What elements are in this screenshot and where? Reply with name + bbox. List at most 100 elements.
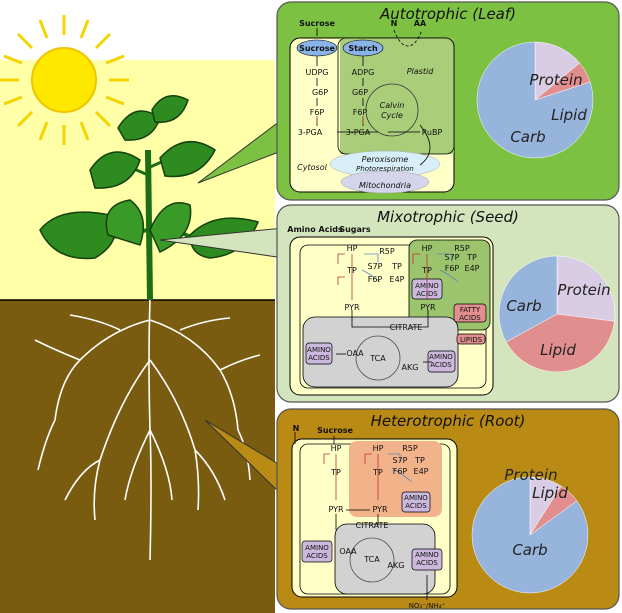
leaf-photorespiration: Photorespiration [356, 165, 414, 173]
leaf-calvin-2: Cycle [381, 111, 403, 120]
root-tca: TCA [363, 555, 380, 564]
seed-pie-carb-label: Carb [506, 297, 541, 315]
leaf-panel-title: Autotrophic (Leaf) [379, 5, 516, 23]
root-pyr-c: PYR [328, 505, 344, 514]
leaf-panel: Autotrophic (Leaf) Sucrose N AA S [276, 1, 620, 201]
leaf-pie [476, 41, 594, 159]
root-f6p: F6P [393, 467, 408, 476]
leaf-f6p-p: F6P [353, 108, 368, 117]
seed-amino-p-2: ACIDS [416, 290, 438, 298]
plant-shoot [39, 95, 260, 301]
root-n: N [293, 424, 300, 433]
root-e4p: E4P [414, 467, 429, 476]
root-pyr-p: PYR [372, 505, 388, 514]
seed-hp-p: HP [422, 244, 433, 253]
seed-r5p-p: R5P [454, 244, 470, 253]
seed-pie [498, 255, 616, 373]
root-oaa: OAA [339, 547, 357, 556]
sun-icon [0, 15, 129, 145]
root-amino-l-1: AMINO [305, 544, 329, 552]
seed-amino-p-1: AMINO [415, 282, 439, 290]
leaf-calvin-1: Calvin [380, 101, 405, 110]
leaf-pie-carb-label: Carb [510, 128, 545, 146]
leaf-rubp: RuBP [422, 128, 443, 137]
seed-hp-c: HP [347, 244, 358, 253]
root-tp-p2: TP [414, 456, 425, 465]
root-nitrogen: NO₃⁻/NH₄⁺ [409, 602, 446, 610]
seed-s7p-c: S7P [368, 262, 383, 271]
root-tp-p: TP [372, 468, 383, 477]
seed-pyr-c: PYR [344, 303, 360, 312]
seed-e4p-c: E4P [390, 275, 405, 284]
seed-pie-slice-carb [498, 255, 558, 343]
seed-amino-r-2: ACIDS [430, 361, 452, 369]
root-panel: Heterotrophic (Root) N Sucrose HP HP R5P… [276, 408, 620, 610]
plant-roots [34, 299, 261, 561]
seed-tp-m: TP [391, 262, 402, 271]
root-r5p: R5P [402, 444, 418, 453]
root-pie-lipid-label: Lipid [532, 484, 568, 502]
seed-pie-slice-lipid [505, 313, 615, 373]
leaf-pga-p: 3-PGA [346, 128, 371, 137]
seed-tca: TCA [369, 354, 386, 363]
seed-f6p-c: F6P [368, 275, 383, 284]
root-s7p: S7P [393, 456, 408, 465]
root-pie-carb-label: Carb [512, 541, 547, 559]
seed-tp-p: TP [421, 266, 432, 275]
seed-akg: AKG [402, 363, 419, 372]
leaf-plastid: Plastid [407, 67, 434, 76]
root-pie [471, 476, 589, 594]
root-sucrose: Sucrose [317, 426, 353, 435]
leaf-udpg: UDPG [305, 68, 328, 77]
seed-amino-l-1: AMINO [307, 346, 331, 354]
seed-amino-l-2: ACIDS [308, 354, 330, 362]
leaf-g6p-p: G6P [352, 88, 368, 97]
seed-sugars: Sugars [339, 225, 371, 234]
leaf-adpg: ADPG [352, 68, 375, 77]
root-hp-c: HP [331, 444, 342, 453]
root-amino-p-2: ACIDS [405, 502, 427, 510]
seed-e4p-p: E4P [465, 264, 480, 273]
seed-r5p-c: R5P [379, 247, 395, 256]
leaf-sucrose: Sucrose [299, 44, 335, 53]
seed-tp-p2: TP [466, 253, 477, 262]
leaf-g6p-c: G6P [312, 88, 328, 97]
seed-fatty-1: FATTY [460, 306, 481, 314]
root-amino-r-1: AMINO [415, 551, 439, 559]
root-amino-p-1: AMINO [404, 494, 428, 502]
seed-pyr-p: PYR [420, 303, 436, 312]
leaf-pie-slice-protein [534, 41, 581, 101]
root-amino-l-2: ACIDS [306, 552, 328, 560]
seed-pie-lipid-label: Lipid [540, 341, 576, 359]
seed-tp-c: TP [346, 266, 357, 275]
leaf-aa: AA [414, 19, 427, 28]
root-panel-title: Heterotrophic (Root) [371, 412, 526, 430]
root-citrate: CITRATE [356, 521, 389, 530]
root-akg: AKG [388, 561, 405, 570]
leaf-starch: Starch [348, 44, 378, 53]
root-tp-c: TP [330, 468, 341, 477]
seed-amino-in: Amino Acids [287, 225, 343, 234]
leaf-f6p-c: F6P [310, 108, 325, 117]
seed-pie-protein-label: Protein [557, 281, 610, 299]
leaf-pie-lipid-label: Lipid [551, 106, 587, 124]
seed-oaa: OAA [346, 349, 364, 358]
leaf-pie-slice-carb [476, 41, 594, 159]
root-pie-protein-label: Protein [504, 466, 557, 484]
seed-s7p-p: S7P [445, 253, 460, 262]
leaf-sucrose-out: Sucrose [299, 19, 335, 28]
seed-panel-title: Mixotrophic (Seed) [377, 208, 519, 226]
seed-f6p-p: F6P [445, 264, 460, 273]
root-pie-slice-carb [471, 476, 589, 594]
root-amino-r-2: ACIDS [416, 559, 438, 567]
seed-amino-r-1: AMINO [429, 353, 453, 361]
leaf-pga-c: 3-PGA [298, 128, 323, 137]
leaf-peroxisome: Peroxisome [362, 155, 409, 164]
leaf-cytosol: Cytosol [297, 163, 327, 172]
leaf-pie-protein-label: Protein [529, 71, 582, 89]
seed-citrate: CITRATE [390, 323, 423, 332]
seed-lipids: LIPIDS [460, 336, 483, 344]
seed-fatty-2: ACIDS [459, 314, 481, 322]
leaf-n: N [391, 19, 398, 28]
